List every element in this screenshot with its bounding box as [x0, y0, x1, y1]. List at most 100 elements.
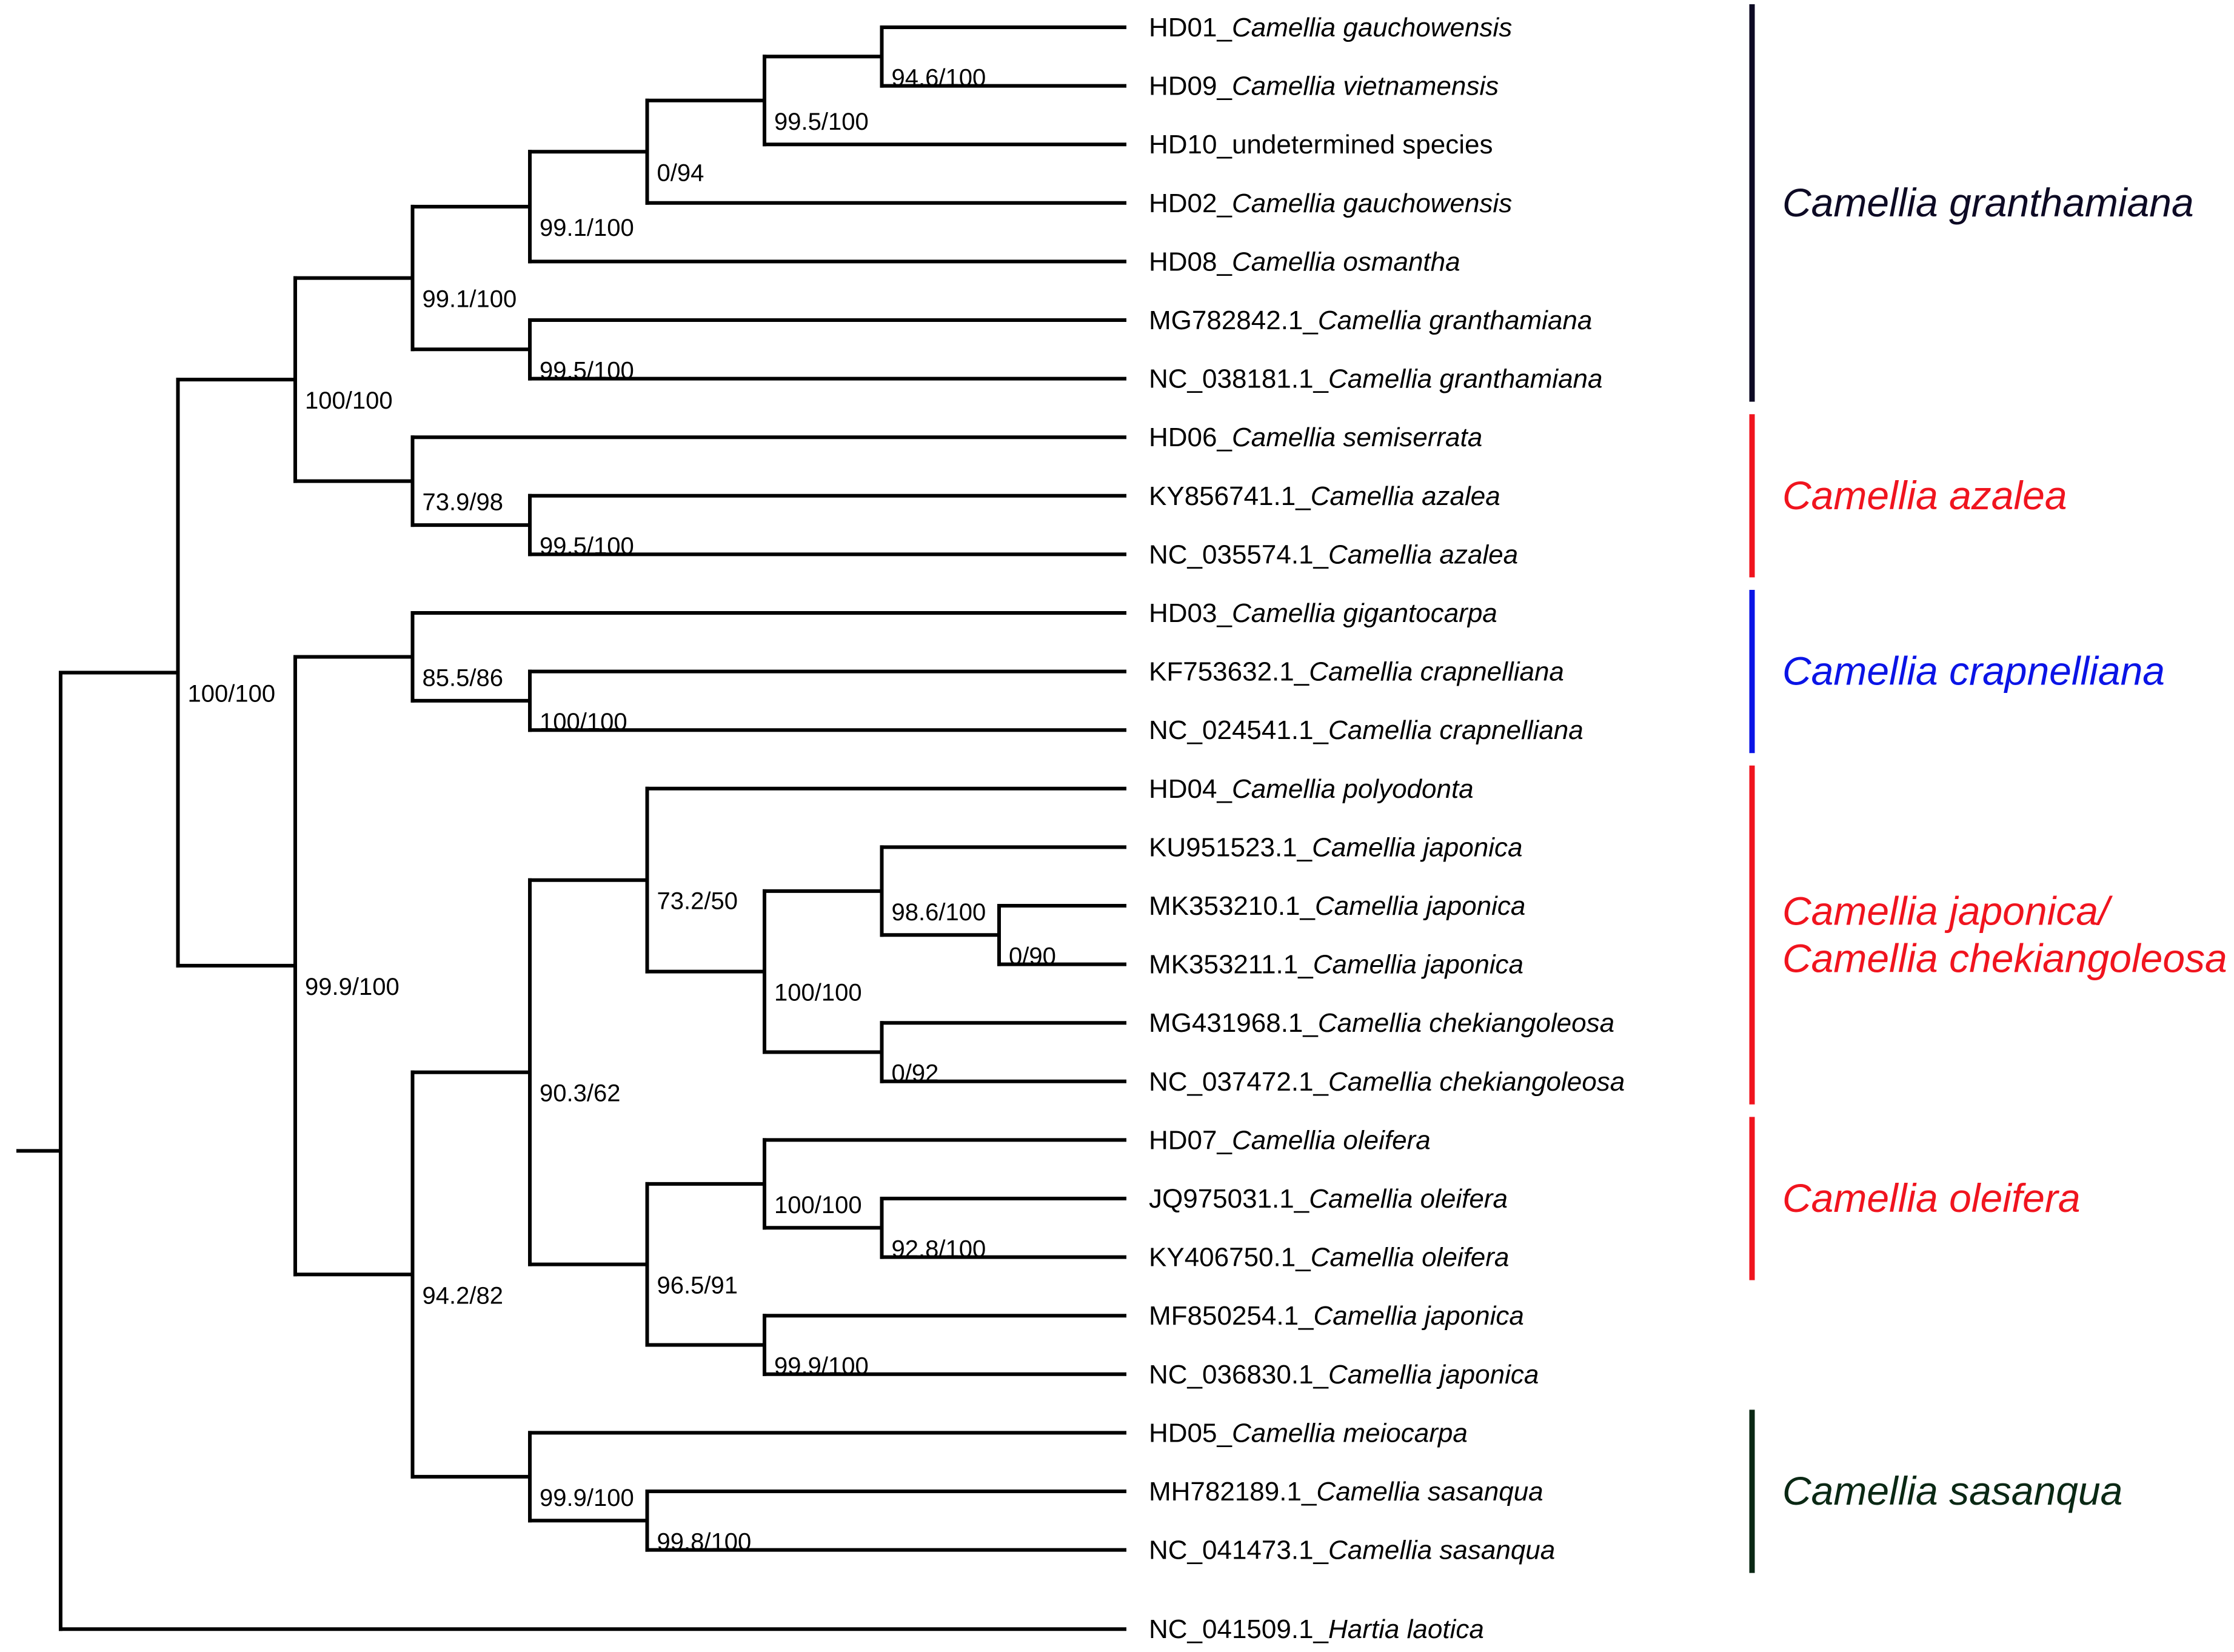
- tip-label: HD10_undetermined species: [1149, 130, 1493, 159]
- tip-species: Camellia japonica: [1315, 891, 1525, 921]
- tip-label: NC_041473.1_Camellia sasanqua: [1149, 1536, 1555, 1565]
- tip-label: MG782842.1_Camellia granthamiana: [1149, 306, 1592, 335]
- tip-labels: HD01_Camellia gauchowensisHD09_Camellia …: [1149, 13, 1625, 1644]
- tip-species: Camellia japonica: [1314, 1301, 1524, 1331]
- tip-label: MK353211.1_Camellia japonica: [1149, 950, 1523, 980]
- support-value: 0/90: [1009, 943, 1056, 969]
- tip-species: Camellia chekiangoleosa: [1318, 1008, 1614, 1038]
- tip-label: NC_041509.1_Hartia laotica: [1149, 1614, 1484, 1644]
- tip-species: Camellia sasanqua: [1316, 1477, 1543, 1507]
- tip-accession: NC_024541.1_: [1149, 715, 1329, 745]
- tip-species: Camellia granthamiana: [1328, 364, 1602, 394]
- tip-accession: MG782842.1_: [1149, 306, 1318, 335]
- support-value: 96.5/91: [657, 1272, 738, 1299]
- tip-label: HD05_Camellia meiocarpa: [1149, 1418, 1468, 1448]
- tip-label: NC_036830.1_Camellia japonica: [1149, 1360, 1539, 1389]
- support-value: 99.5/100: [540, 533, 634, 560]
- tip-label: HD04_Camellia polyodonta: [1149, 774, 1474, 804]
- tip-species: Camellia gauchowensis: [1232, 189, 1512, 218]
- tip-accession: MG431968.1_: [1149, 1008, 1318, 1038]
- support-value: 99.9/100: [540, 1485, 634, 1511]
- tip-accession: NC_035574.1_: [1149, 540, 1329, 569]
- tip-species: Camellia oleifera: [1311, 1243, 1510, 1272]
- clade-label: Camellia oleifera: [1782, 1175, 2081, 1220]
- tip-label: KY856741.1_Camellia azalea: [1149, 481, 1500, 511]
- tip-accession: NC_041509.1_: [1149, 1614, 1329, 1644]
- tip-species: Camellia sasanqua: [1328, 1536, 1555, 1565]
- tip-species: Camellia japonica: [1328, 1360, 1539, 1389]
- tip-accession: JQ975031.1_: [1149, 1184, 1309, 1214]
- tip-label: JQ975031.1_Camellia oleifera: [1149, 1184, 1508, 1214]
- clade-label: Camellia chekiangoleosa: [1782, 935, 2227, 980]
- tip-accession: HD05_: [1149, 1418, 1232, 1448]
- clade-label: Camellia japonica/: [1782, 888, 2113, 933]
- tip-accession: HD07_: [1149, 1125, 1232, 1155]
- support-value: 94.2/82: [423, 1282, 503, 1309]
- tip-accession: MF850254.1_: [1149, 1301, 1314, 1331]
- tip-species: Camellia oleifera: [1309, 1184, 1508, 1214]
- tip-accession: KU951523.1_: [1149, 832, 1313, 862]
- tip-label: KF753632.1_Camellia crapnelliana: [1149, 657, 1564, 687]
- tip-accession: HD04_: [1149, 774, 1232, 804]
- support-value: 99.5/100: [774, 109, 869, 135]
- tip-accession: HD10_undetermined species: [1149, 130, 1493, 159]
- support-value: 85.5/86: [423, 664, 503, 691]
- tip-species: Camellia oleifera: [1232, 1125, 1431, 1155]
- support-value: 94.6/100: [892, 64, 986, 91]
- tip-accession: HD08_: [1149, 247, 1232, 276]
- tip-species: Camellia osmantha: [1232, 247, 1460, 276]
- tip-label: HD02_Camellia gauchowensis: [1149, 189, 1512, 218]
- tip-accession: MK353211.1_: [1149, 950, 1313, 980]
- tip-label: MG431968.1_Camellia chekiangoleosa: [1149, 1008, 1614, 1038]
- clade-label: Camellia sasanqua: [1782, 1468, 2122, 1513]
- support-value: 99.8/100: [657, 1528, 752, 1555]
- tip-species: Camellia gigantocarpa: [1232, 598, 1497, 628]
- support-value: 99.9/100: [774, 1353, 869, 1380]
- tip-accession: HD01_: [1149, 13, 1232, 42]
- tip-label: HD09_Camellia vietnamensis: [1149, 72, 1499, 101]
- tip-accession: HD02_: [1149, 189, 1232, 218]
- tip-label: KY406750.1_Camellia oleifera: [1149, 1243, 1509, 1272]
- support-value: 100/100: [540, 709, 627, 735]
- tip-species: Camellia azalea: [1311, 481, 1500, 511]
- tip-accession: HD03_: [1149, 598, 1232, 628]
- tip-accession: NC_038181.1_: [1149, 364, 1329, 394]
- support-value: 100/100: [188, 680, 276, 707]
- tip-species: Camellia meiocarpa: [1232, 1418, 1468, 1448]
- support-values: 94.6/10099.5/1000/9499.1/10099.5/10099.1…: [188, 64, 1056, 1555]
- tip-species: Camellia granthamiana: [1318, 306, 1592, 335]
- tree-branches: [16, 25, 1126, 1631]
- tip-accession: NC_041473.1_: [1149, 1536, 1329, 1565]
- support-value: 99.1/100: [423, 286, 517, 313]
- tip-label: HD07_Camellia oleifera: [1149, 1125, 1431, 1155]
- tip-label: NC_035574.1_Camellia azalea: [1149, 540, 1518, 569]
- tip-species: Camellia azalea: [1328, 540, 1518, 569]
- support-value: 92.8/100: [892, 1236, 986, 1262]
- tip-label: HD01_Camellia gauchowensis: [1149, 13, 1512, 42]
- tip-label: HD08_Camellia osmantha: [1149, 247, 1460, 276]
- tip-species: Camellia crapnelliana: [1328, 715, 1584, 745]
- tip-accession: MH782189.1_: [1149, 1477, 1317, 1507]
- support-value: 0/94: [657, 159, 704, 186]
- tip-accession: NC_037472.1_: [1149, 1067, 1329, 1097]
- support-value: 90.3/62: [540, 1080, 620, 1107]
- tip-species: Camellia japonica: [1312, 832, 1522, 862]
- tip-species: Camellia chekiangoleosa: [1328, 1067, 1625, 1097]
- tip-accession: HD06_: [1149, 423, 1232, 452]
- support-value: 100/100: [774, 980, 862, 1006]
- tip-species: Hartia laotica: [1328, 1614, 1484, 1644]
- support-value: 0/92: [892, 1060, 939, 1087]
- tip-label: KU951523.1_Camellia japonica: [1149, 832, 1522, 862]
- clade-label: Camellia granthamiana: [1782, 180, 2194, 225]
- tip-species: Camellia japonica: [1313, 950, 1523, 980]
- support-value: 99.9/100: [305, 974, 400, 1000]
- tip-accession: MK353210.1_: [1149, 891, 1316, 921]
- tip-label: MH782189.1_Camellia sasanqua: [1149, 1477, 1543, 1507]
- tip-species: Camellia crapnelliana: [1309, 657, 1564, 687]
- tip-label: HD03_Camellia gigantocarpa: [1149, 598, 1497, 628]
- tip-species: Camellia polyodonta: [1232, 774, 1474, 804]
- tip-label: NC_037472.1_Camellia chekiangoleosa: [1149, 1067, 1625, 1097]
- clade-label: Camellia azalea: [1782, 473, 2067, 518]
